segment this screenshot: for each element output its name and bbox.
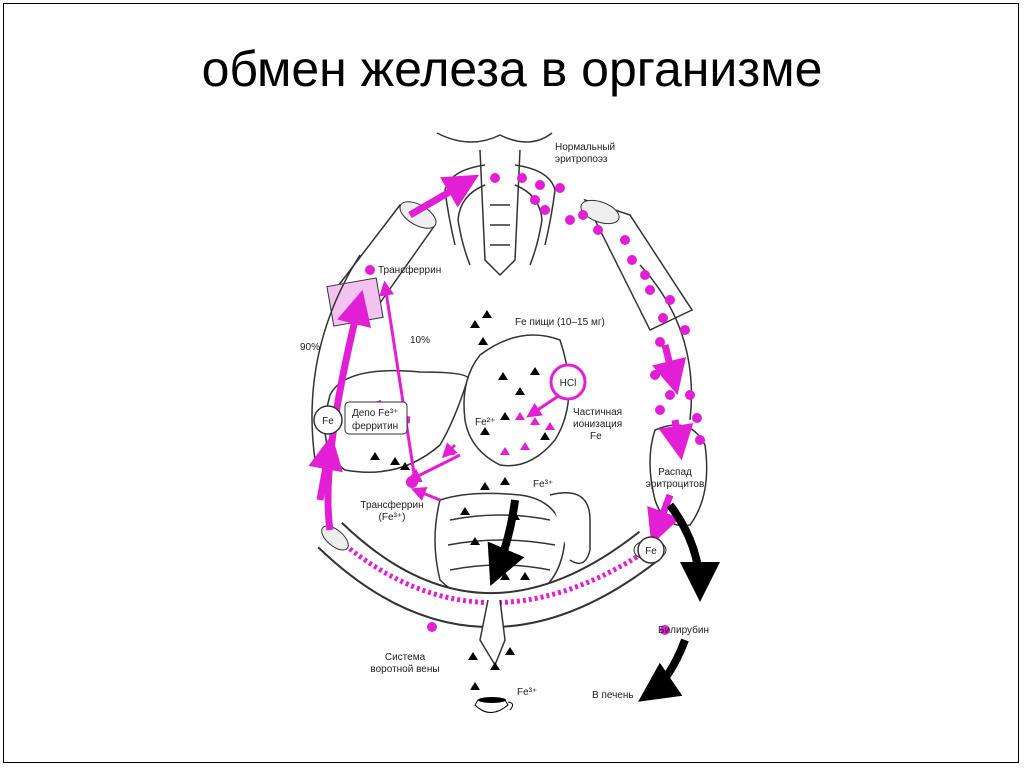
svg-text:Fe: Fe <box>645 546 657 557</box>
rib-cage <box>436 132 556 277</box>
label-transferrin-bottom-1: Трансферрин <box>360 499 423 511</box>
left-upper-vessel <box>326 201 437 327</box>
hcl-marker: HCl <box>549 363 587 401</box>
label-normal-erythropoiesis-1: Нормальный <box>555 142 615 153</box>
food-iron-triangles <box>370 310 550 690</box>
label-transferrin-bottom-2: (Fe³⁺) <box>379 512 406 523</box>
label-rbc-decay-1: Распад <box>658 467 692 478</box>
label-to-liver: В печень <box>592 690 634 701</box>
label-portal-system-2: воротной вены <box>370 664 439 675</box>
label-portal-system-1: Система <box>385 652 426 663</box>
svg-text:Fe: Fe <box>322 416 334 427</box>
slide-frame <box>3 3 1019 763</box>
label-normal-erythropoiesis-2: эритропоэз <box>555 154 608 165</box>
label-10-percent: 10% <box>410 335 430 346</box>
black-arrows <box>487 499 720 702</box>
left-arc-outline <box>311 254 361 461</box>
label-fe3-gut: Fe³⁺ <box>533 479 553 490</box>
label-depot-2: ферритин <box>352 420 398 432</box>
fe-spleen-marker: Fe <box>637 536 665 564</box>
fe-liver-marker: Fe <box>313 405 343 435</box>
slide-title: обмен железа в организме <box>201 41 823 97</box>
label-rbc-decay-2: эритроцитов <box>646 479 705 490</box>
depot-box <box>344 401 408 435</box>
label-bilirubin: Билирубин <box>658 624 709 636</box>
svg-text:HCl: HCl <box>560 378 577 389</box>
label-food-iron: Fe пищи (10–15 мг) <box>515 317 605 328</box>
label-transferrin-top: Трансферрин <box>378 264 441 276</box>
label-partial-ionization-3: Fe <box>590 431 602 442</box>
cup-icon <box>474 697 514 713</box>
label-fe3-out: Fe³⁺ <box>517 687 537 698</box>
iron-dots <box>365 173 705 635</box>
stomach <box>463 334 570 467</box>
label-partial-ionization-1: Частичная <box>573 407 622 418</box>
label-partial-ionization-2: ионизация <box>573 419 622 430</box>
label-fe2: Fe²⁺ <box>475 417 495 428</box>
ionized-iron-triangles <box>445 412 555 455</box>
label-90-percent: 90% <box>300 342 320 353</box>
label-depot-1: Депо Fe³⁺ <box>352 408 398 419</box>
